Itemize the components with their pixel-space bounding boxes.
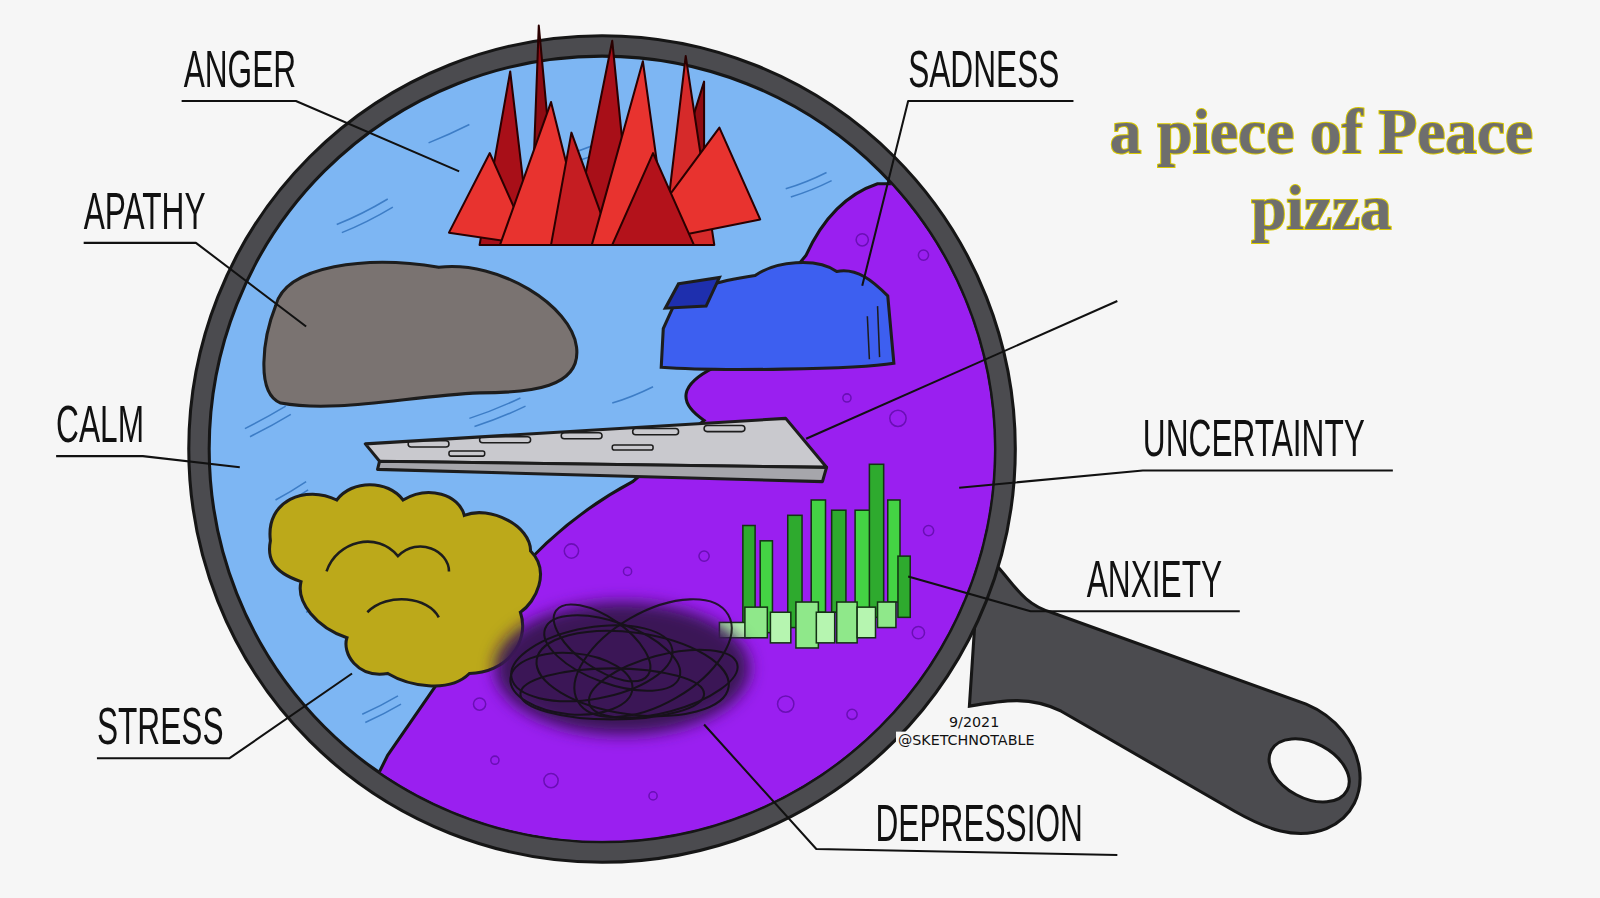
- anxiety-crystals-part: [816, 612, 834, 643]
- title-heading: a piece of Peace pizza: [1107, 94, 1536, 245]
- sadness-block: [661, 263, 894, 370]
- leader-lines-part: [84, 243, 306, 327]
- uncertainty-board-part-part: [408, 441, 449, 447]
- leader-lines-part: [704, 724, 1117, 855]
- water-streaks-part: [469, 398, 525, 427]
- purple-region-part-part: [544, 773, 558, 787]
- pan-handle: [969, 551, 1360, 834]
- leader-lines-part: [182, 101, 460, 171]
- purple-region-part-part: [923, 526, 933, 536]
- anxiety-crystals-part: [796, 602, 818, 648]
- leader-lines-part: [806, 301, 1117, 439]
- uncertainty-board-part-part: [480, 437, 531, 443]
- anger-spikes: [449, 26, 760, 245]
- purple-region-part-part: [912, 627, 924, 639]
- depression-scribble-part-part: [505, 614, 678, 713]
- anxiety-crystals-part: [745, 607, 767, 638]
- depression-scribble-part: [505, 575, 751, 741]
- anxiety-crystals: [719, 464, 910, 648]
- water-streaks-part: [786, 172, 832, 196]
- callout-label: SADNESS: [908, 44, 1059, 95]
- uncertainty-board: [365, 418, 826, 481]
- callout-label: ANGER: [184, 44, 296, 95]
- water-streaks-part: [362, 696, 401, 723]
- callout-label: UNCERTAINTY: [1143, 413, 1365, 464]
- anxiety-crystals-part: [770, 612, 790, 643]
- anxiety-crystals-part: [869, 464, 883, 617]
- purple-region-part-part: [843, 394, 851, 402]
- anxiety-crystals-part: [811, 500, 825, 612]
- callout-label: CALM: [56, 399, 144, 450]
- purple-region-part-part: [778, 696, 794, 712]
- purple-region-part-part: [918, 250, 928, 260]
- leader-lines-part: [959, 470, 1393, 487]
- uncertainty-board-part-part: [449, 451, 485, 456]
- apathy-rock: [264, 262, 577, 406]
- uncertainty-board-part-part: [561, 433, 602, 439]
- anxiety-crystals-part: [832, 510, 846, 612]
- purple-region-part-part: [847, 709, 857, 719]
- depression-scribble-part-part: [541, 590, 662, 696]
- uncertainty-board-part: [378, 461, 827, 481]
- sadness-block-part: [661, 263, 894, 370]
- water-streaks-part: [337, 199, 393, 233]
- leader-lines-part: [56, 456, 240, 467]
- date-signature: 9/2021: [947, 713, 1001, 729]
- leader-lines: [56, 101, 1393, 855]
- anger-spikes-part: [612, 153, 694, 245]
- purple-region-part-part: [649, 792, 657, 800]
- pan-handle-part: [1258, 726, 1360, 815]
- purple-region-part-part: [699, 551, 709, 561]
- callout-label: ANXIETY: [1087, 554, 1222, 605]
- uncertainty-board-part-part: [612, 445, 653, 450]
- sadness-block-part: [867, 306, 879, 359]
- purple-region-part-part: [491, 756, 499, 764]
- leader-lines-part: [97, 673, 352, 758]
- anxiety-crystals-part: [857, 607, 875, 638]
- purple-region-part-part: [856, 234, 868, 246]
- sadness-block-part: [665, 278, 719, 309]
- depression-scribble: [495, 575, 751, 741]
- author-signature: @SKETCHNOTABLE: [896, 732, 1037, 748]
- purple-region-part-part: [473, 698, 485, 710]
- purple-region-part-part: [890, 410, 906, 426]
- uncertainty-board-part: [365, 418, 826, 467]
- leader-lines-part: [862, 101, 1073, 286]
- purple-region-part-part: [564, 544, 578, 558]
- callout-label: DEPRESSION: [876, 798, 1083, 849]
- purple-region-part-part: [623, 567, 631, 575]
- anxiety-crystals-part: [837, 602, 857, 643]
- uncertainty-board-part-part: [633, 429, 679, 435]
- pan-handle-part: [969, 551, 1360, 834]
- anxiety-crystals-part: [898, 556, 910, 617]
- anxiety-crystals-part: [878, 602, 896, 628]
- callout-label: APATHY: [84, 186, 206, 237]
- water-streaks-part: [612, 387, 653, 403]
- uncertainty-board-part-part: [704, 426, 745, 432]
- water-streaks-part: [245, 406, 291, 437]
- callout-label: STRESS: [97, 701, 224, 752]
- uncertainty-board-part: [408, 426, 745, 457]
- stress-blob-part: [327, 542, 449, 618]
- water-streaks-part: [429, 124, 470, 142]
